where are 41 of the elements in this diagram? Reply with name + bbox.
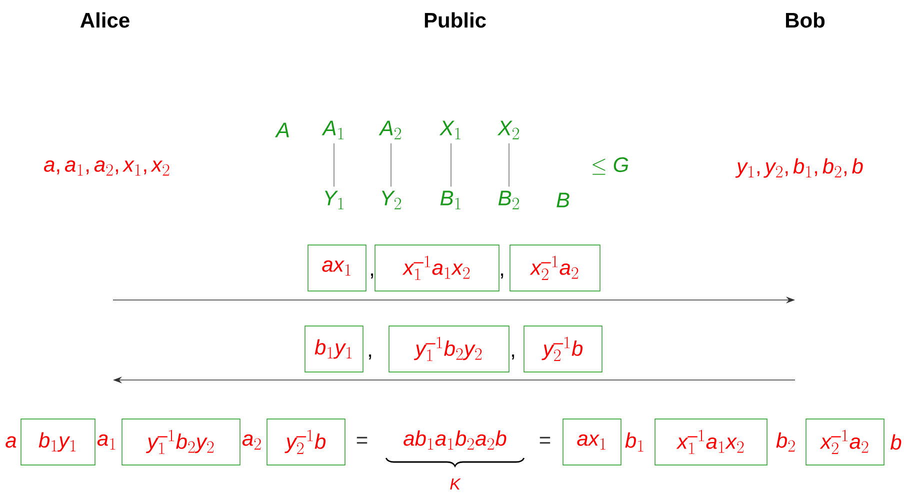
- boxed-term: $x_2^{-1}a_2$: [510, 244, 600, 292]
- comma: ,: [512, 354, 514, 360]
- subgroup-symbol: $A$: [274, 122, 289, 138]
- boxed-term: $b_1y_1$: [304, 326, 364, 372]
- subgroup-symbol: $B_1$: [440, 190, 460, 210]
- column-heading: Public: [424, 12, 486, 28]
- boxed-term: $b_1y_1$: [20, 418, 96, 466]
- subgroup-symbol: $X_1$: [439, 120, 460, 140]
- subgroup-symbol: $X_2$: [497, 120, 520, 140]
- boxed-term: $y_1^{-1}b_2y_2$: [388, 326, 510, 372]
- math-term: $y_1, y_2, b_1, b_2, b$: [735, 158, 863, 178]
- boxed-term: $y_1^{-1}b_2y_2$: [122, 418, 240, 466]
- subgroup-symbol: $B_2$: [498, 190, 520, 210]
- subgroup-symbol: $A_1$: [322, 120, 344, 140]
- boxed-term: $ax_1$: [308, 244, 366, 292]
- boxed-term: $x_1^{-1}a_1x_2$: [374, 244, 500, 292]
- subgroup-symbol: $Y_2$: [382, 190, 401, 210]
- subgroup-symbol: $B$: [556, 192, 570, 208]
- comma: ,: [500, 274, 504, 278]
- subgroup-symbol: $\le G$: [592, 157, 628, 175]
- math-term: $a, a_1, a_2, x_1, x_2$: [44, 160, 170, 176]
- math-term: $b_2$: [776, 432, 795, 452]
- math-term: $a_1$: [97, 434, 116, 450]
- inclusion-line: [450, 143, 452, 187]
- boxed-term: $y_2^{-1}b$: [524, 326, 602, 372]
- inclusion-line: [508, 143, 510, 187]
- math-term: $b_1$: [625, 432, 644, 452]
- boxed-term: $x_2^{-1}a_2$: [806, 418, 884, 466]
- comma: ,: [370, 274, 374, 278]
- subgroup-symbol: $Y_1$: [324, 190, 344, 210]
- boxed-term: $ax_1$: [562, 418, 622, 466]
- boxed-term: $x_1^{-1}a_1x_2$: [654, 418, 768, 466]
- column-heading: Alice: [80, 12, 130, 28]
- math-term: $ab_1a_1b_2a_2b$: [404, 430, 506, 450]
- column-heading: Bob: [786, 12, 825, 28]
- math-term: $a_2$: [242, 434, 261, 450]
- brace-label: $K$: [450, 478, 461, 490]
- comma: ,: [368, 354, 372, 360]
- inclusion-line: [390, 143, 392, 187]
- subgroup-symbol: $A_2$: [378, 120, 401, 140]
- boxed-term: $y_2^{-1}b$: [266, 418, 346, 466]
